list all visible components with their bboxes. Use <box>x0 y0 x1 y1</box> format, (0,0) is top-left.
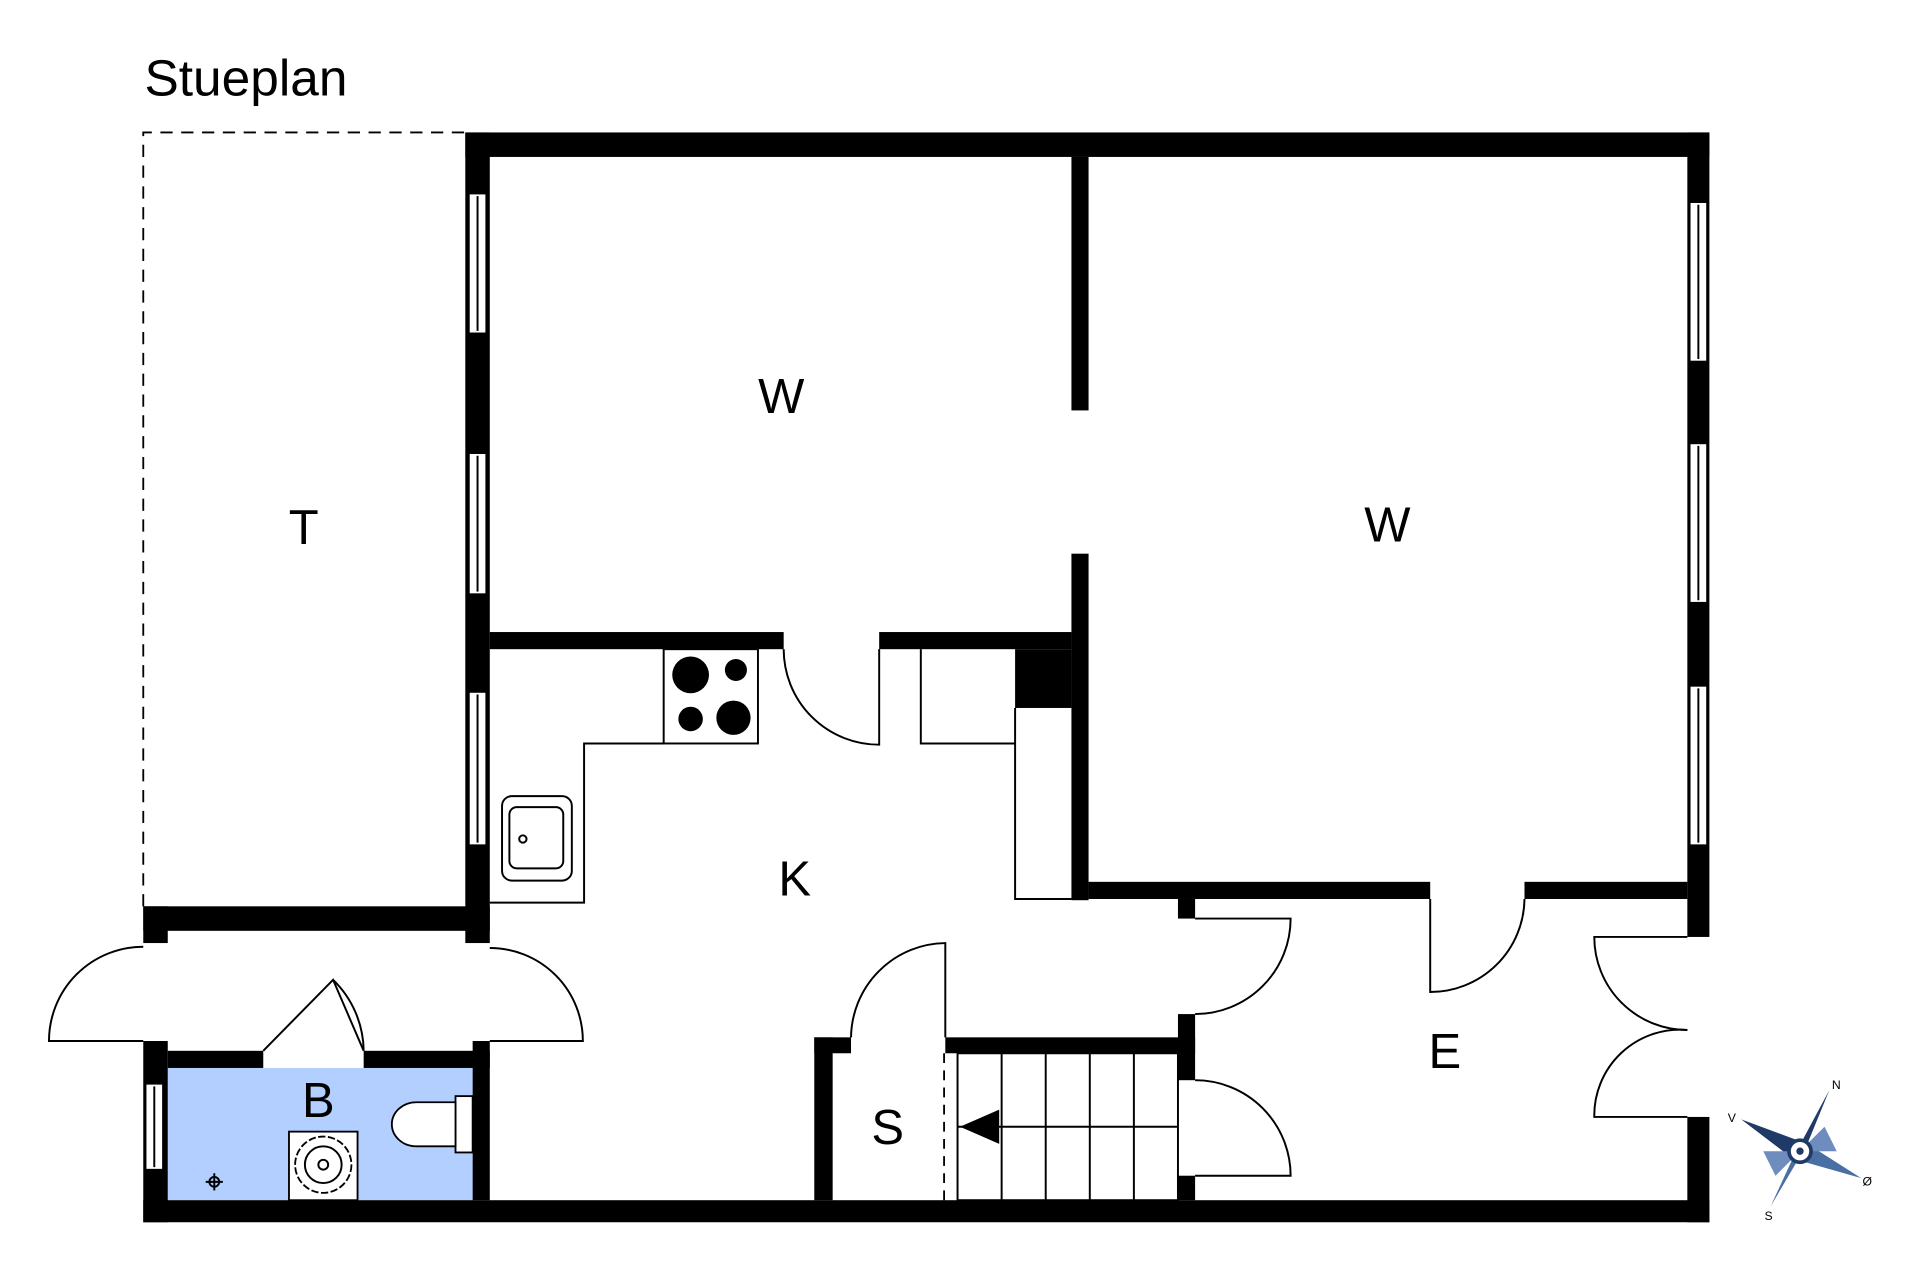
staircase <box>943 1052 1179 1202</box>
washbasin-icon <box>288 1130 359 1202</box>
terrace-outline <box>142 131 466 907</box>
walls <box>143 132 1710 1223</box>
room-label-kitchen: K <box>778 852 811 906</box>
room-label-bathroom: B <box>302 1074 335 1128</box>
stove-icon <box>662 648 759 745</box>
room-label-entrance: E <box>1429 1025 1462 1079</box>
toilet-icon <box>391 1095 474 1154</box>
floor-drain-icon <box>205 1173 223 1191</box>
sink-icon <box>501 795 573 882</box>
compass-rose-icon: N V Ø S <box>1728 1078 1873 1223</box>
compass-east: Ø <box>1862 1175 1872 1189</box>
compass-south: S <box>1764 1209 1772 1223</box>
room-label-terrace: T <box>289 501 319 555</box>
windows <box>144 192 1708 1171</box>
doors <box>47 649 1688 1177</box>
room-label-living-1: W <box>758 370 805 424</box>
room-label-storage: S <box>871 1101 904 1155</box>
compass-north: N <box>1832 1078 1841 1092</box>
stair-arrow-icon <box>960 1109 1000 1144</box>
plan-title: Stueplan <box>144 49 347 107</box>
kitchen-counter <box>489 649 1072 904</box>
room-label-living-2: W <box>1364 498 1411 552</box>
compass-west: V <box>1728 1111 1737 1125</box>
